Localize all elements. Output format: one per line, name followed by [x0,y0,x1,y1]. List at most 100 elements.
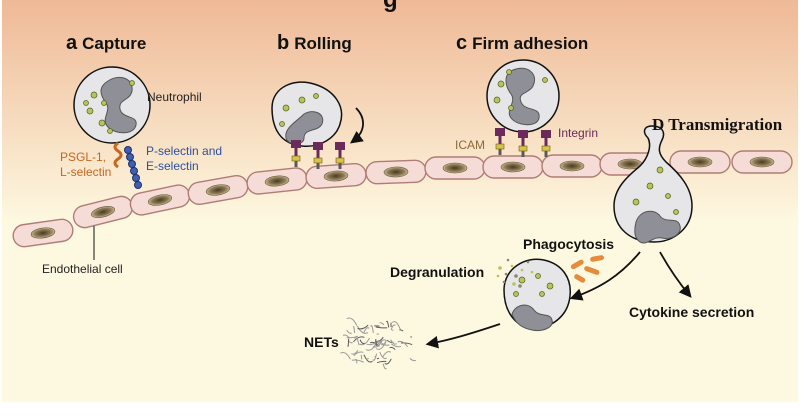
net-strand [389,346,396,350]
net-strand [346,335,359,339]
integrin-receptor [495,128,505,155]
endothelial-cell [305,162,367,190]
psgl-ligand [113,141,123,169]
released-granules [496,258,534,288]
endothelial-cell-label: Endothelial cell [42,262,123,276]
granule [502,280,506,284]
integrin-receptor [518,130,528,157]
stage-adhesion-label: Firm adhesion [472,34,589,53]
net-strand [351,359,364,363]
net-strand [385,320,390,328]
title-fragment: g [383,0,398,14]
net-strand [347,338,350,347]
net-strand [363,354,373,363]
nets-arrow [425,323,501,349]
granule [506,258,510,262]
icam-label: ICAM [455,138,485,152]
endothelial-layer [12,150,793,248]
net-strand [352,326,356,333]
net-strand [353,351,364,357]
endothelial-cell [187,175,249,205]
granule [530,270,534,274]
net-strand [353,336,365,343]
granule [512,282,516,286]
granule [496,274,500,278]
rolling-arrow [349,107,364,144]
net-strand [365,358,370,361]
net-strand [375,339,378,346]
degranulation-label: Degranulation [390,264,485,280]
net-strand [397,340,408,348]
granule [514,274,518,278]
granule [520,268,524,272]
psgl-label: PSGL-1, [60,150,107,164]
net-strand [384,358,392,365]
net-strand [379,322,385,326]
neutrophil-label: Neutrophil [147,90,202,104]
nets-label: NETs [304,334,339,350]
net-strand [360,354,363,360]
net-strand [390,324,396,331]
net-strand [340,351,351,360]
selectin-chain [124,146,142,189]
net-strand [375,341,387,350]
net-strand [400,342,413,346]
neutrophil-adhesion [486,59,560,133]
endothelial-cell [129,184,191,216]
granule [504,272,508,276]
degranulation-arrow [569,251,641,301]
endothelial-cell [365,159,427,185]
granule [498,266,502,270]
bacteria-group [570,255,605,283]
phagocytosis-label: Phagocytosis [523,236,615,252]
net-strand [365,343,377,351]
cytokine-arrow [659,251,692,298]
pselectin-label: P-selectin and [146,144,223,158]
net-strand [359,339,365,344]
endothelial-cell [669,150,731,174]
net-strand [372,353,378,361]
net-strand [356,325,369,334]
net-strand [390,339,397,345]
net-strand [391,321,401,330]
net-strand [370,325,374,333]
endothelial-cell [246,167,308,195]
nets-web [340,317,416,370]
stage-rolling-letter: b [277,32,290,54]
endothelial-cell [424,156,486,180]
endothelial-cell [541,154,603,178]
eselectin-label: E-selectin [146,159,199,173]
net-strand [409,358,416,362]
neutrophil-capture [73,66,151,144]
net-strand [376,360,387,364]
net-strand [346,317,358,326]
integrin-receptor [313,142,323,169]
integrin-receptor [291,140,301,167]
net-strand [399,329,404,332]
net-strand [351,350,359,355]
stage-adhesion-letter: c [456,32,468,54]
net-strand [357,324,369,330]
net-strand [382,363,387,370]
net-strand [382,351,392,358]
lselectin-label: L-selectin [60,165,112,179]
endothelial-cell [12,218,74,248]
net-strand [376,339,387,347]
stage-capture-label: Capture [82,34,147,53]
net-strand [346,329,352,334]
neutrophil-transmigrating [613,125,693,244]
receptor-group [291,128,551,169]
net-strand [363,327,370,334]
stage-transmigration-heading: D Transmigration [652,115,783,134]
integrin-label: Integrin [558,126,599,140]
endothelial-cell [731,150,793,174]
integrin-receptor [335,142,345,169]
granule [510,264,514,268]
stage-capture-letter: a [66,32,78,54]
granule [518,284,522,288]
